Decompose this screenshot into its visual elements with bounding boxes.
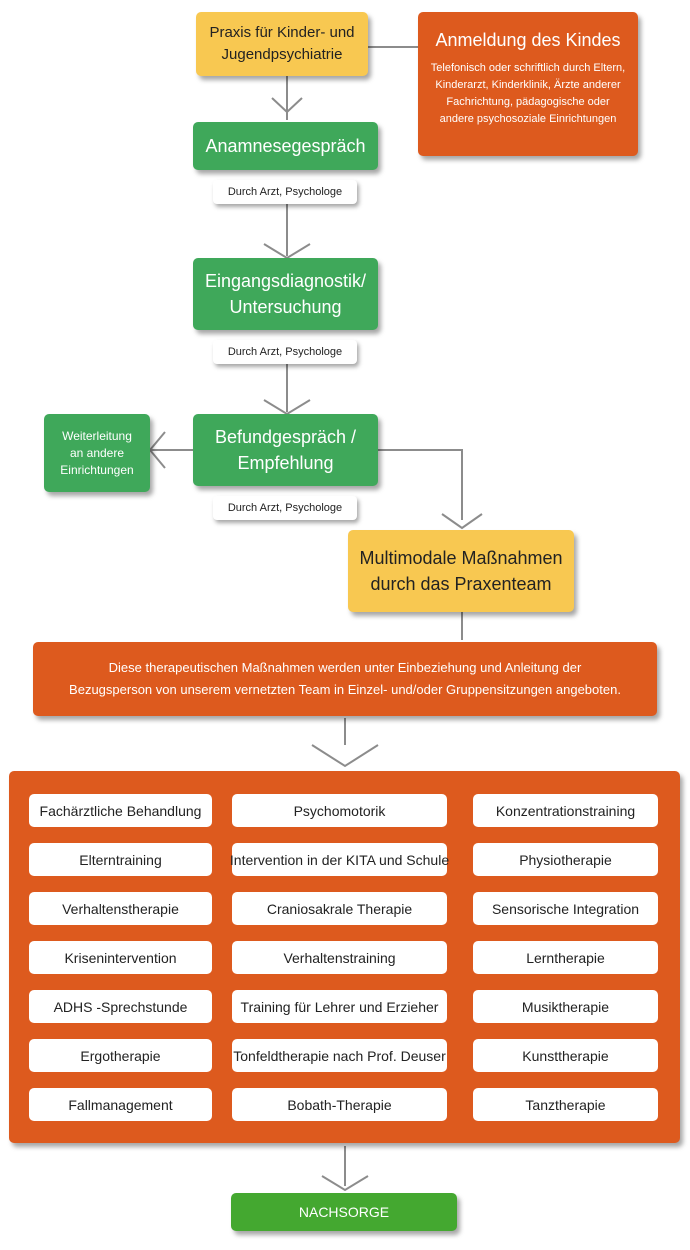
eingang-label: Eingangsdiagnostik/ Untersuchung: [204, 271, 367, 317]
anmeldung-node: Anmeldung des Kindes Telefonisch oder sc…: [418, 12, 638, 156]
measure-item: Elterntraining: [29, 843, 212, 876]
anamnese-tag: Durch Arzt, Psychologe: [213, 180, 357, 204]
measure-item: Bobath-Therapie: [232, 1088, 447, 1121]
eingang-tag: Durch Arzt, Psychologe: [213, 340, 357, 364]
measure-item: Lerntherapie: [473, 941, 658, 974]
weiterleitung-label: Weiterleitung an andere Einrichtungen: [60, 428, 134, 477]
measure-item: Tonfeldtherapie nach Prof. Deuser: [232, 1039, 447, 1072]
nachsorge-label: NACHSORGE: [298, 1204, 390, 1220]
measure-item: Craniosakrale Therapie: [232, 892, 447, 925]
befund-tag: Durch Arzt, Psychologe: [213, 496, 357, 520]
measure-item: Fallmanagement: [29, 1088, 212, 1121]
nachsorge-node: NACHSORGE: [231, 1193, 457, 1231]
measure-item: Tanztherapie: [473, 1088, 658, 1121]
measure-item: Kunsttherapie: [473, 1039, 658, 1072]
measure-item: Intervention in der KITA und Schule: [230, 843, 449, 876]
praxis-node: Praxis für Kinder- und Jugendpsychiatrie: [196, 12, 368, 76]
measure-item: Konzentrationstraining: [473, 794, 658, 827]
anamnese-label: Anamnesegespräch: [205, 136, 366, 156]
measure-item: Musiktherapie: [473, 990, 658, 1023]
measure-item: ADHS -Sprechstunde: [29, 990, 212, 1023]
weiterleitung-node: Weiterleitung an andere Einrichtungen: [44, 414, 150, 492]
befund-node: Befundgespräch / Empfehlung: [193, 414, 378, 486]
praxis-label: Praxis für Kinder- und Jugendpsychiatrie: [209, 24, 355, 63]
therapie-info-node: Diese therapeutischen Maßnahmen werden u…: [33, 642, 657, 716]
measures-grid: Fachärztliche Behandlung Psychomotorik Kon…: [9, 771, 680, 1143]
measure-item: Physiotherapie: [473, 843, 658, 876]
multimodal-label: Multimodale Maßnahmen durch das Praxente…: [359, 548, 563, 594]
measure-item: Training für Lehrer und Erzieher: [232, 990, 447, 1023]
befund-tag-text: Durch Arzt, Psychologe: [227, 502, 343, 514]
measure-item: Fachärztliche Behandlung: [29, 794, 212, 827]
anamnese-node: Anamnesegespräch: [193, 122, 378, 170]
eingang-node: Eingangsdiagnostik/ Untersuchung: [193, 258, 378, 330]
measure-item: Ergotherapie: [29, 1039, 212, 1072]
eingang-tag-text: Durch Arzt, Psychologe: [227, 346, 343, 358]
measure-item: Psychomotorik: [232, 794, 447, 827]
anamnese-tag-text: Durch Arzt, Psychologe: [227, 186, 343, 198]
anmeldung-title: Anmeldung des Kindes: [435, 30, 621, 50]
anmeldung-text: Telefonisch oder schriftlich durch Elter…: [430, 62, 626, 125]
measure-item: Sensorische Integration: [473, 892, 658, 925]
befund-label: Befundgespräch / Empfehlung: [214, 427, 357, 473]
measure-item: Verhaltenstherapie: [29, 892, 212, 925]
measure-item: Krisenintervention: [29, 941, 212, 974]
measure-item: Verhaltenstraining: [232, 941, 447, 974]
therapie-info-text: Diese therapeutischen Maßnahmen werden u…: [69, 660, 621, 697]
multimodal-node: Multimodale Maßnahmen durch das Praxente…: [348, 530, 574, 612]
